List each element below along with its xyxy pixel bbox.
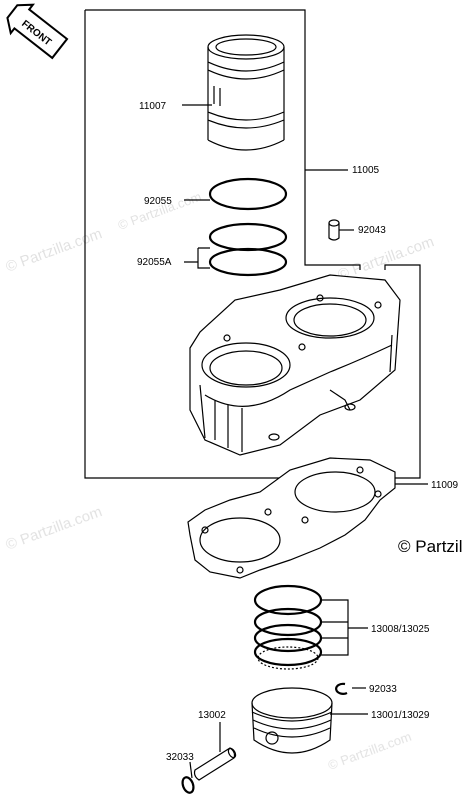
label-92055: 92055 xyxy=(144,196,172,207)
watermark-mid-right: © Partzilla.com xyxy=(336,233,437,284)
assembly-bracket xyxy=(84,9,421,479)
cylinder-liner xyxy=(207,34,285,151)
watermark-low-left: © Partzilla.com xyxy=(4,503,105,554)
piston xyxy=(251,687,333,754)
front-arrow-icon: FRONT xyxy=(6,3,69,60)
piston-pin xyxy=(193,747,237,781)
label-11009: 11009 xyxy=(431,480,459,491)
circlip-92033 xyxy=(335,682,348,695)
piston-rings xyxy=(253,584,323,670)
o-rings-92055a xyxy=(208,222,288,277)
label-13002: 13002 xyxy=(198,710,226,721)
label-13001-13029: 13001/13029 xyxy=(371,710,430,721)
o-ring-92055 xyxy=(208,177,288,211)
base-gasket xyxy=(187,457,396,579)
leader-lines xyxy=(182,104,428,779)
watermark-side: © Partzil xyxy=(398,537,462,556)
label-92055a: 92055A xyxy=(137,257,172,268)
label-11007: 11007 xyxy=(139,101,167,112)
label-92043: 92043 xyxy=(358,225,386,236)
watermark-mid-center: © Partzilla.com xyxy=(326,729,413,773)
label-13008-13025: 13008/13025 xyxy=(371,624,430,635)
circlip-32033 xyxy=(181,776,195,794)
cylinder-block xyxy=(189,274,401,456)
label-92033: 92033 xyxy=(369,684,397,695)
label-11005: 11005 xyxy=(352,165,380,176)
dowel-pin-92043 xyxy=(328,219,340,241)
watermark-top: © Partzilla.com xyxy=(4,225,105,276)
label-32033: 32033 xyxy=(166,752,194,763)
